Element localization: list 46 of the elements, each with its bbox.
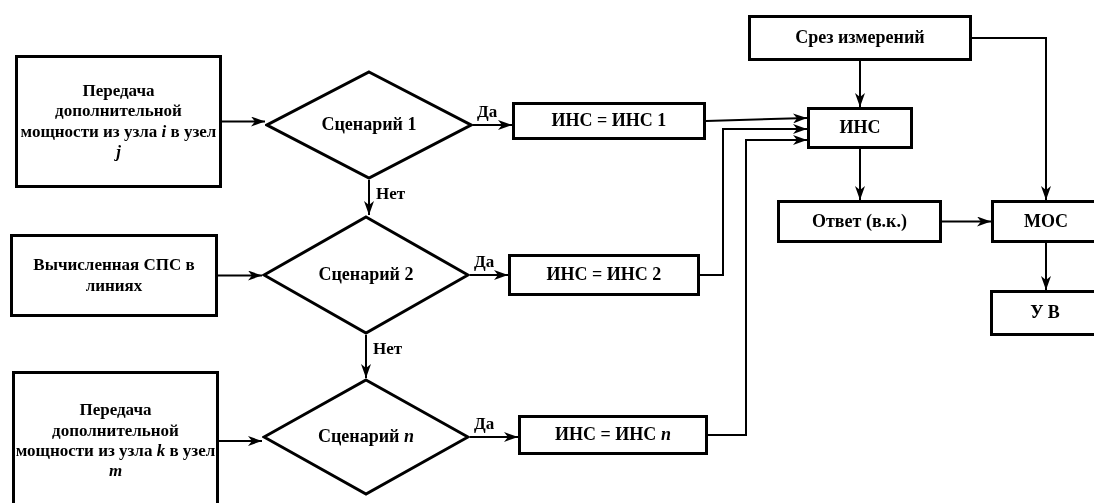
arrow <box>941 216 992 227</box>
edge-label: Нет <box>376 185 406 202</box>
process-box <box>991 200 1094 243</box>
process-box <box>807 107 913 149</box>
arrow <box>707 135 808 436</box>
process-box <box>508 254 700 296</box>
arrow <box>218 436 263 446</box>
node-text: Вычисленная СПС в линиях <box>32 255 196 296</box>
edge-label: Да <box>477 103 498 120</box>
node-text: У В <box>1030 302 1060 324</box>
node-text: ИНС = ИНС 2 <box>546 264 662 286</box>
process-box <box>518 415 708 455</box>
process-box <box>15 55 222 188</box>
process-box <box>777 200 942 243</box>
process-box <box>10 234 218 317</box>
edge-label: Да <box>474 253 495 270</box>
node-text: Передача дополнительной мощности из узла k в узел m <box>15 400 216 482</box>
arrow <box>699 124 808 276</box>
arrow <box>705 113 808 124</box>
node-text: Срез измерений <box>795 27 925 49</box>
node-text: Ответ (в.к.) <box>812 210 907 233</box>
process-box <box>512 102 706 140</box>
arrow <box>971 37 1051 201</box>
node-text: Сценарий 1 <box>321 114 417 136</box>
arrow <box>469 432 519 442</box>
arrow <box>855 148 865 201</box>
node-text: ИНС = ИНС 1 <box>551 110 667 132</box>
process-box <box>990 290 1094 336</box>
arrow <box>217 270 263 281</box>
node-text: Сценарий n <box>318 426 414 448</box>
process-box <box>748 15 972 61</box>
arrow <box>469 270 509 280</box>
node-text: ИНС <box>839 117 881 139</box>
arrow <box>364 179 374 216</box>
node-text: Передача дополнительной мощности из узла i в узел j <box>19 80 218 163</box>
edge-label: Нет <box>373 340 403 357</box>
node-text: МОС <box>1023 210 1069 233</box>
edge-label: Да <box>474 415 495 432</box>
arrow <box>1041 242 1051 291</box>
arrow <box>361 334 371 379</box>
arrow <box>855 60 865 108</box>
node-text: Сценарий 2 <box>318 264 414 286</box>
node-text: ИНС = ИНС n <box>555 424 671 446</box>
arrow <box>472 120 513 130</box>
process-box <box>12 371 219 503</box>
arrow <box>221 116 266 127</box>
